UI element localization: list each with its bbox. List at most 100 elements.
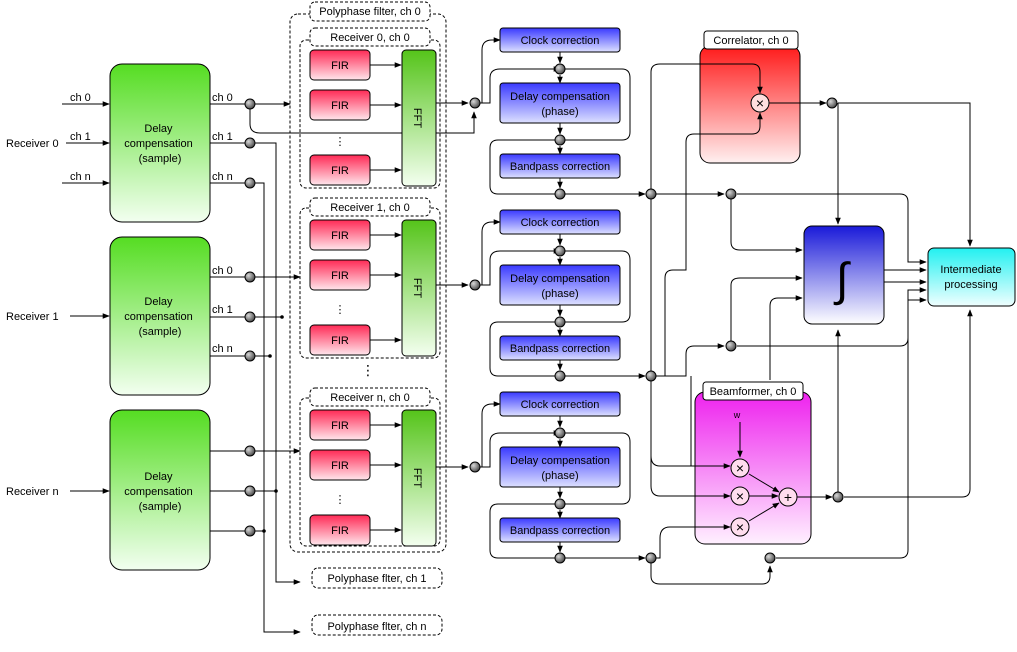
receiver1-output-ch0-label: ch 0 bbox=[212, 265, 233, 277]
junction-dot bbox=[268, 354, 272, 358]
intermediate-processing-box bbox=[927, 247, 1016, 307]
fir-label: FIR bbox=[331, 100, 349, 112]
route-wire bbox=[730, 275, 803, 346]
delay-compensation-phase-label: Delay compensation(phase) bbox=[510, 91, 610, 118]
fft-label: FFT bbox=[411, 108, 423, 128]
junction-node bbox=[554, 134, 566, 146]
chain-wire bbox=[475, 37, 501, 104]
fir-ellipsis: ⋮ bbox=[335, 304, 346, 316]
chain-wire bbox=[475, 66, 561, 104]
polyphase-chn-box bbox=[311, 614, 443, 636]
receiver1-label: Receiver 1 bbox=[6, 311, 59, 323]
fft-block bbox=[401, 219, 437, 357]
junction-dot bbox=[274, 489, 278, 493]
junction-node bbox=[645, 188, 657, 200]
junction-node bbox=[764, 552, 776, 564]
integral-icon: ∫ bbox=[833, 253, 851, 306]
route-wire bbox=[769, 295, 803, 380]
fir-ellipsis: ⋮ bbox=[335, 136, 346, 148]
correlator-title-box bbox=[703, 30, 799, 50]
beam-wire bbox=[748, 502, 780, 522]
chain-wire bbox=[489, 139, 555, 195]
route-wire bbox=[737, 193, 927, 265]
junction-node bbox=[244, 137, 256, 149]
polyphase-chn-label: Polyphase flter, ch n bbox=[327, 621, 426, 633]
receiver0-input-ch0-label: ch 0 bbox=[70, 92, 91, 104]
receiver0-output-chn-label: ch n bbox=[212, 171, 233, 183]
polyphase-ch1-label: Polyphase flter, ch 1 bbox=[327, 573, 426, 585]
chain-wire bbox=[489, 321, 555, 377]
delay-compensation-label-0: Delay compensation (sample) bbox=[124, 123, 196, 165]
route-wire bbox=[650, 63, 763, 194]
clock-correction-label: Clock correction bbox=[521, 35, 600, 47]
plus-icon: + bbox=[784, 489, 792, 505]
fft-block bbox=[401, 409, 437, 547]
clock-correction-label: Clock correction bbox=[521, 399, 600, 411]
wire-r0-ch0-to-corrbus bbox=[249, 104, 477, 134]
receiver1-output-ch1-label: ch 1 bbox=[212, 304, 233, 316]
receivern-label: Receiver n bbox=[6, 486, 59, 498]
receiver0-group-title: Receiver 0, ch 0 bbox=[330, 32, 409, 44]
receivern-group-box bbox=[299, 397, 441, 547]
fir-label: FIR bbox=[331, 420, 349, 432]
junction-node bbox=[832, 491, 844, 503]
delay-compensation-phase-label: Delay compensation(phase) bbox=[510, 455, 610, 482]
multiply-icon: × bbox=[736, 488, 744, 504]
junction-node bbox=[469, 461, 481, 473]
receiver0-input-chn-label: ch n bbox=[70, 171, 91, 183]
receivern-group-title: Receiver n, ch 0 bbox=[330, 392, 409, 404]
chain-wire bbox=[475, 430, 561, 468]
delay-compensation-block-1 bbox=[109, 236, 211, 396]
junction-node bbox=[469, 279, 481, 291]
receiver0-label: Receiver 0 bbox=[6, 138, 59, 150]
receiver0-group-box bbox=[299, 39, 441, 189]
junction-node bbox=[554, 245, 566, 257]
polyphase-ch1-box bbox=[311, 567, 443, 589]
chain-wire bbox=[489, 503, 555, 559]
clock-correction-label: Clock correction bbox=[521, 217, 600, 229]
fir-label: FIR bbox=[331, 165, 349, 177]
wire-r0-ch1-out bbox=[210, 142, 301, 585]
beamformer-title: Beamformer, ch 0 bbox=[710, 386, 797, 398]
junction-node bbox=[554, 552, 566, 564]
receiver1-group-title: Receiver 1, ch 0 bbox=[330, 202, 409, 214]
junction-node bbox=[554, 498, 566, 510]
bandpass-correction-label: Bandpass correction bbox=[510, 343, 610, 355]
chain-wire bbox=[475, 401, 501, 468]
route-wire bbox=[651, 343, 725, 377]
fft-label: FFT bbox=[411, 468, 423, 488]
junction-node bbox=[725, 188, 737, 200]
receiver1-output-chn-label: ch n bbox=[212, 343, 233, 355]
junction-node bbox=[244, 445, 256, 457]
junction-nodes bbox=[244, 63, 844, 564]
correction-chain-1: Clock correction Delay compensation(phas… bbox=[475, 209, 631, 377]
fir-label: FIR bbox=[331, 525, 349, 537]
receiver0-output-ch0-label: ch 0 bbox=[212, 92, 233, 104]
beamformer-title-box bbox=[702, 381, 804, 401]
fir-label: FIR bbox=[331, 230, 349, 242]
junction-node bbox=[244, 350, 256, 362]
junction-node bbox=[826, 97, 838, 109]
junction-node bbox=[244, 311, 256, 323]
fft-label: FFT bbox=[411, 278, 423, 298]
junction-node bbox=[554, 370, 566, 382]
chain-wire bbox=[475, 219, 501, 286]
junction-node bbox=[554, 188, 566, 200]
junction-node bbox=[469, 97, 481, 109]
route-wire bbox=[650, 376, 731, 499]
receiver0-group-title-box bbox=[309, 27, 431, 47]
route-wire bbox=[690, 376, 730, 467]
wire-r0-chn-out bbox=[210, 182, 301, 635]
route-wire bbox=[657, 112, 763, 377]
beamformer-box bbox=[694, 391, 812, 545]
fft-block bbox=[401, 49, 437, 187]
correction-chain-0: Clock correction Delay compensation(phas… bbox=[475, 27, 631, 195]
polyphase-title-ch0: Polyphase filter, ch 0 bbox=[319, 6, 421, 18]
receiver1-group-box bbox=[299, 207, 441, 359]
junction-node bbox=[645, 370, 657, 382]
route-wire bbox=[776, 297, 927, 559]
fir-ellipsis: ⋮ bbox=[335, 494, 346, 506]
